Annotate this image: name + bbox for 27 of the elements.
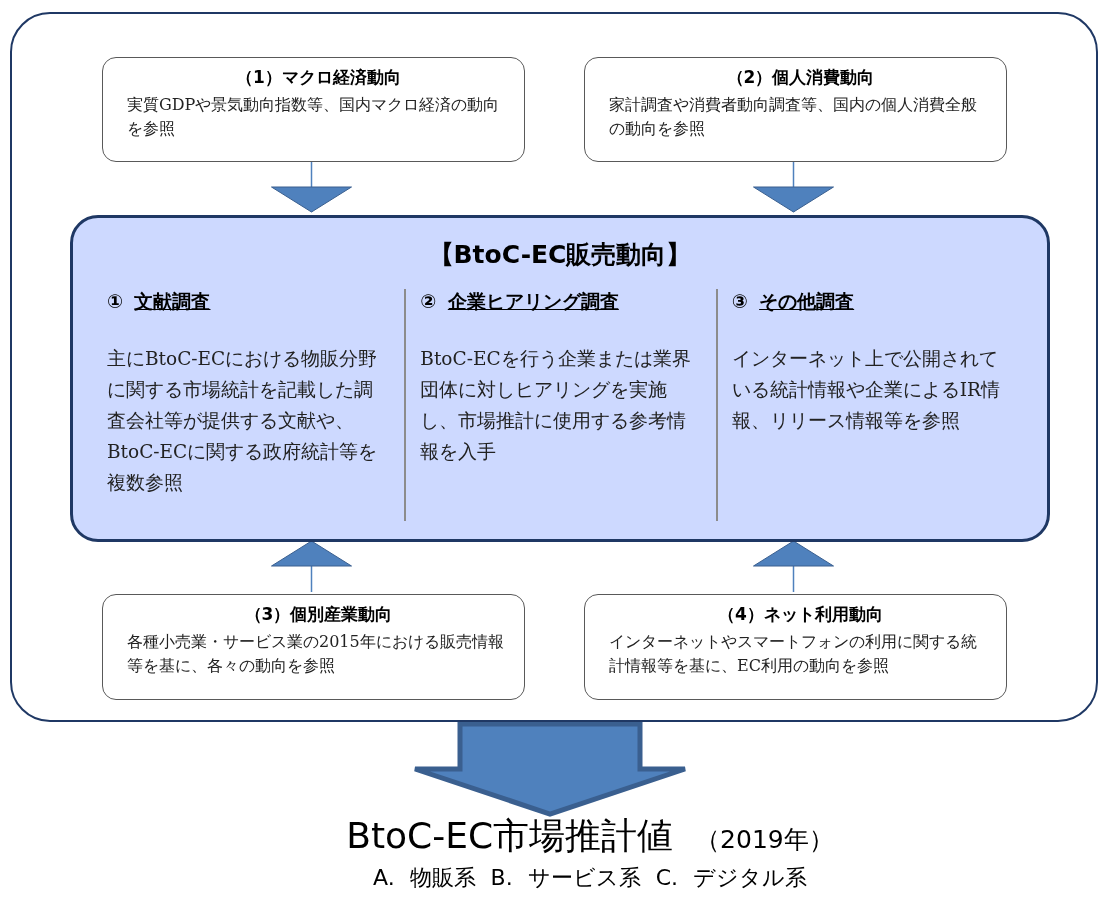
- column-text: BtoC-ECを行う企業または業界団体に対しヒアリングを実施し、市場推計に使用する参考情報を入手: [420, 347, 692, 464]
- outer-frame: [10, 12, 1098, 722]
- info-card: [102, 57, 525, 162]
- column-text: 主にBtoC-ECにおける物販分野に関する市場統計を記載した調査会社等が提供する文献や、BtoC-ECに関する政府統計等を複数参照: [107, 347, 379, 495]
- result-year: （2019年）: [695, 825, 834, 854]
- card-text: インターネットやスマートフォンの利用に関する統計情報等を基に、EC利用の動向を参照: [609, 631, 978, 677]
- column-text: インターネット上で公開されている統計情報や企業によるIR情報、リリース情報等を参照: [731, 347, 1001, 433]
- column-heading: ③ その他調査: [731, 289, 855, 314]
- info-card: [102, 594, 525, 700]
- card-text: 実質GDPや景気動向指数等、国内マクロ経済の動向を参照: [127, 94, 501, 140]
- center-panel: [70, 215, 1050, 542]
- card-text: 家計調査や消費者動向調査等、国内の個人消費全般の動向を参照: [609, 94, 978, 140]
- result-categories: A. 物販系 B. サービス系 C. デジタル系: [372, 864, 808, 892]
- card-heading: （2）個人消費動向: [725, 66, 876, 89]
- card-heading: （3）個別産業動向: [243, 603, 394, 626]
- block-arrow: [412, 721, 688, 817]
- chevron-arrow: [753, 540, 834, 593]
- chevron-arrow: [271, 540, 352, 593]
- column-heading: ① 文献調査: [107, 289, 211, 314]
- card-heading: （1）マクロ経済動向: [235, 66, 402, 89]
- info-card: [584, 594, 1007, 700]
- panel-title: 【BtoC-EC販売動向】: [428, 239, 692, 271]
- info-card: [584, 57, 1007, 162]
- card-text: 各種小売業・サービス業の2015年における販売情報等を基に、各々の動向を参照: [127, 631, 505, 677]
- card-heading: （4）ネット利用動向: [717, 603, 884, 626]
- result-title: BtoC-EC市場推計値: [346, 815, 674, 856]
- column-heading: ② 企業ヒアリング調査: [420, 289, 619, 314]
